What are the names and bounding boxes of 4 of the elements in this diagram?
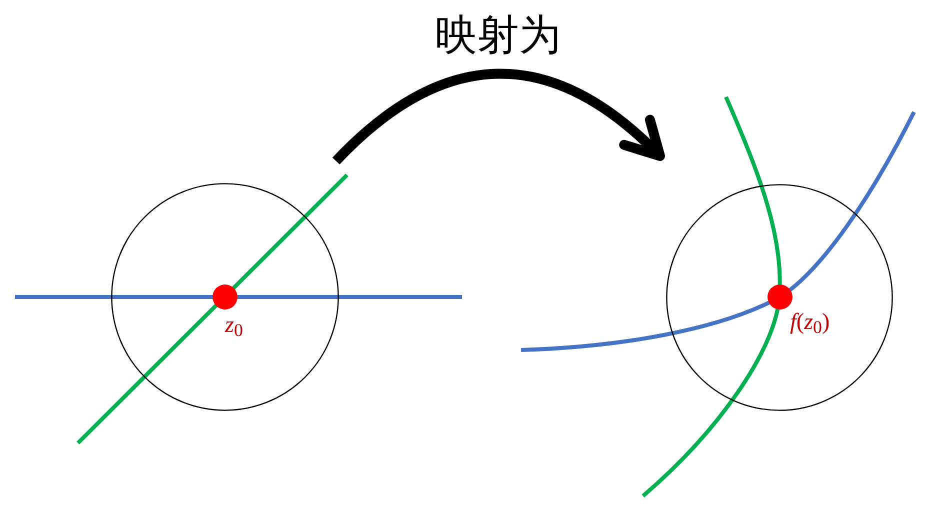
curved-arrow	[332, 68, 665, 165]
point-label: f(z$_{0}$)	[790, 310, 830, 333]
point-label: z$_{0}$	[225, 313, 243, 336]
edge-label: 映射为	[435, 14, 561, 56]
